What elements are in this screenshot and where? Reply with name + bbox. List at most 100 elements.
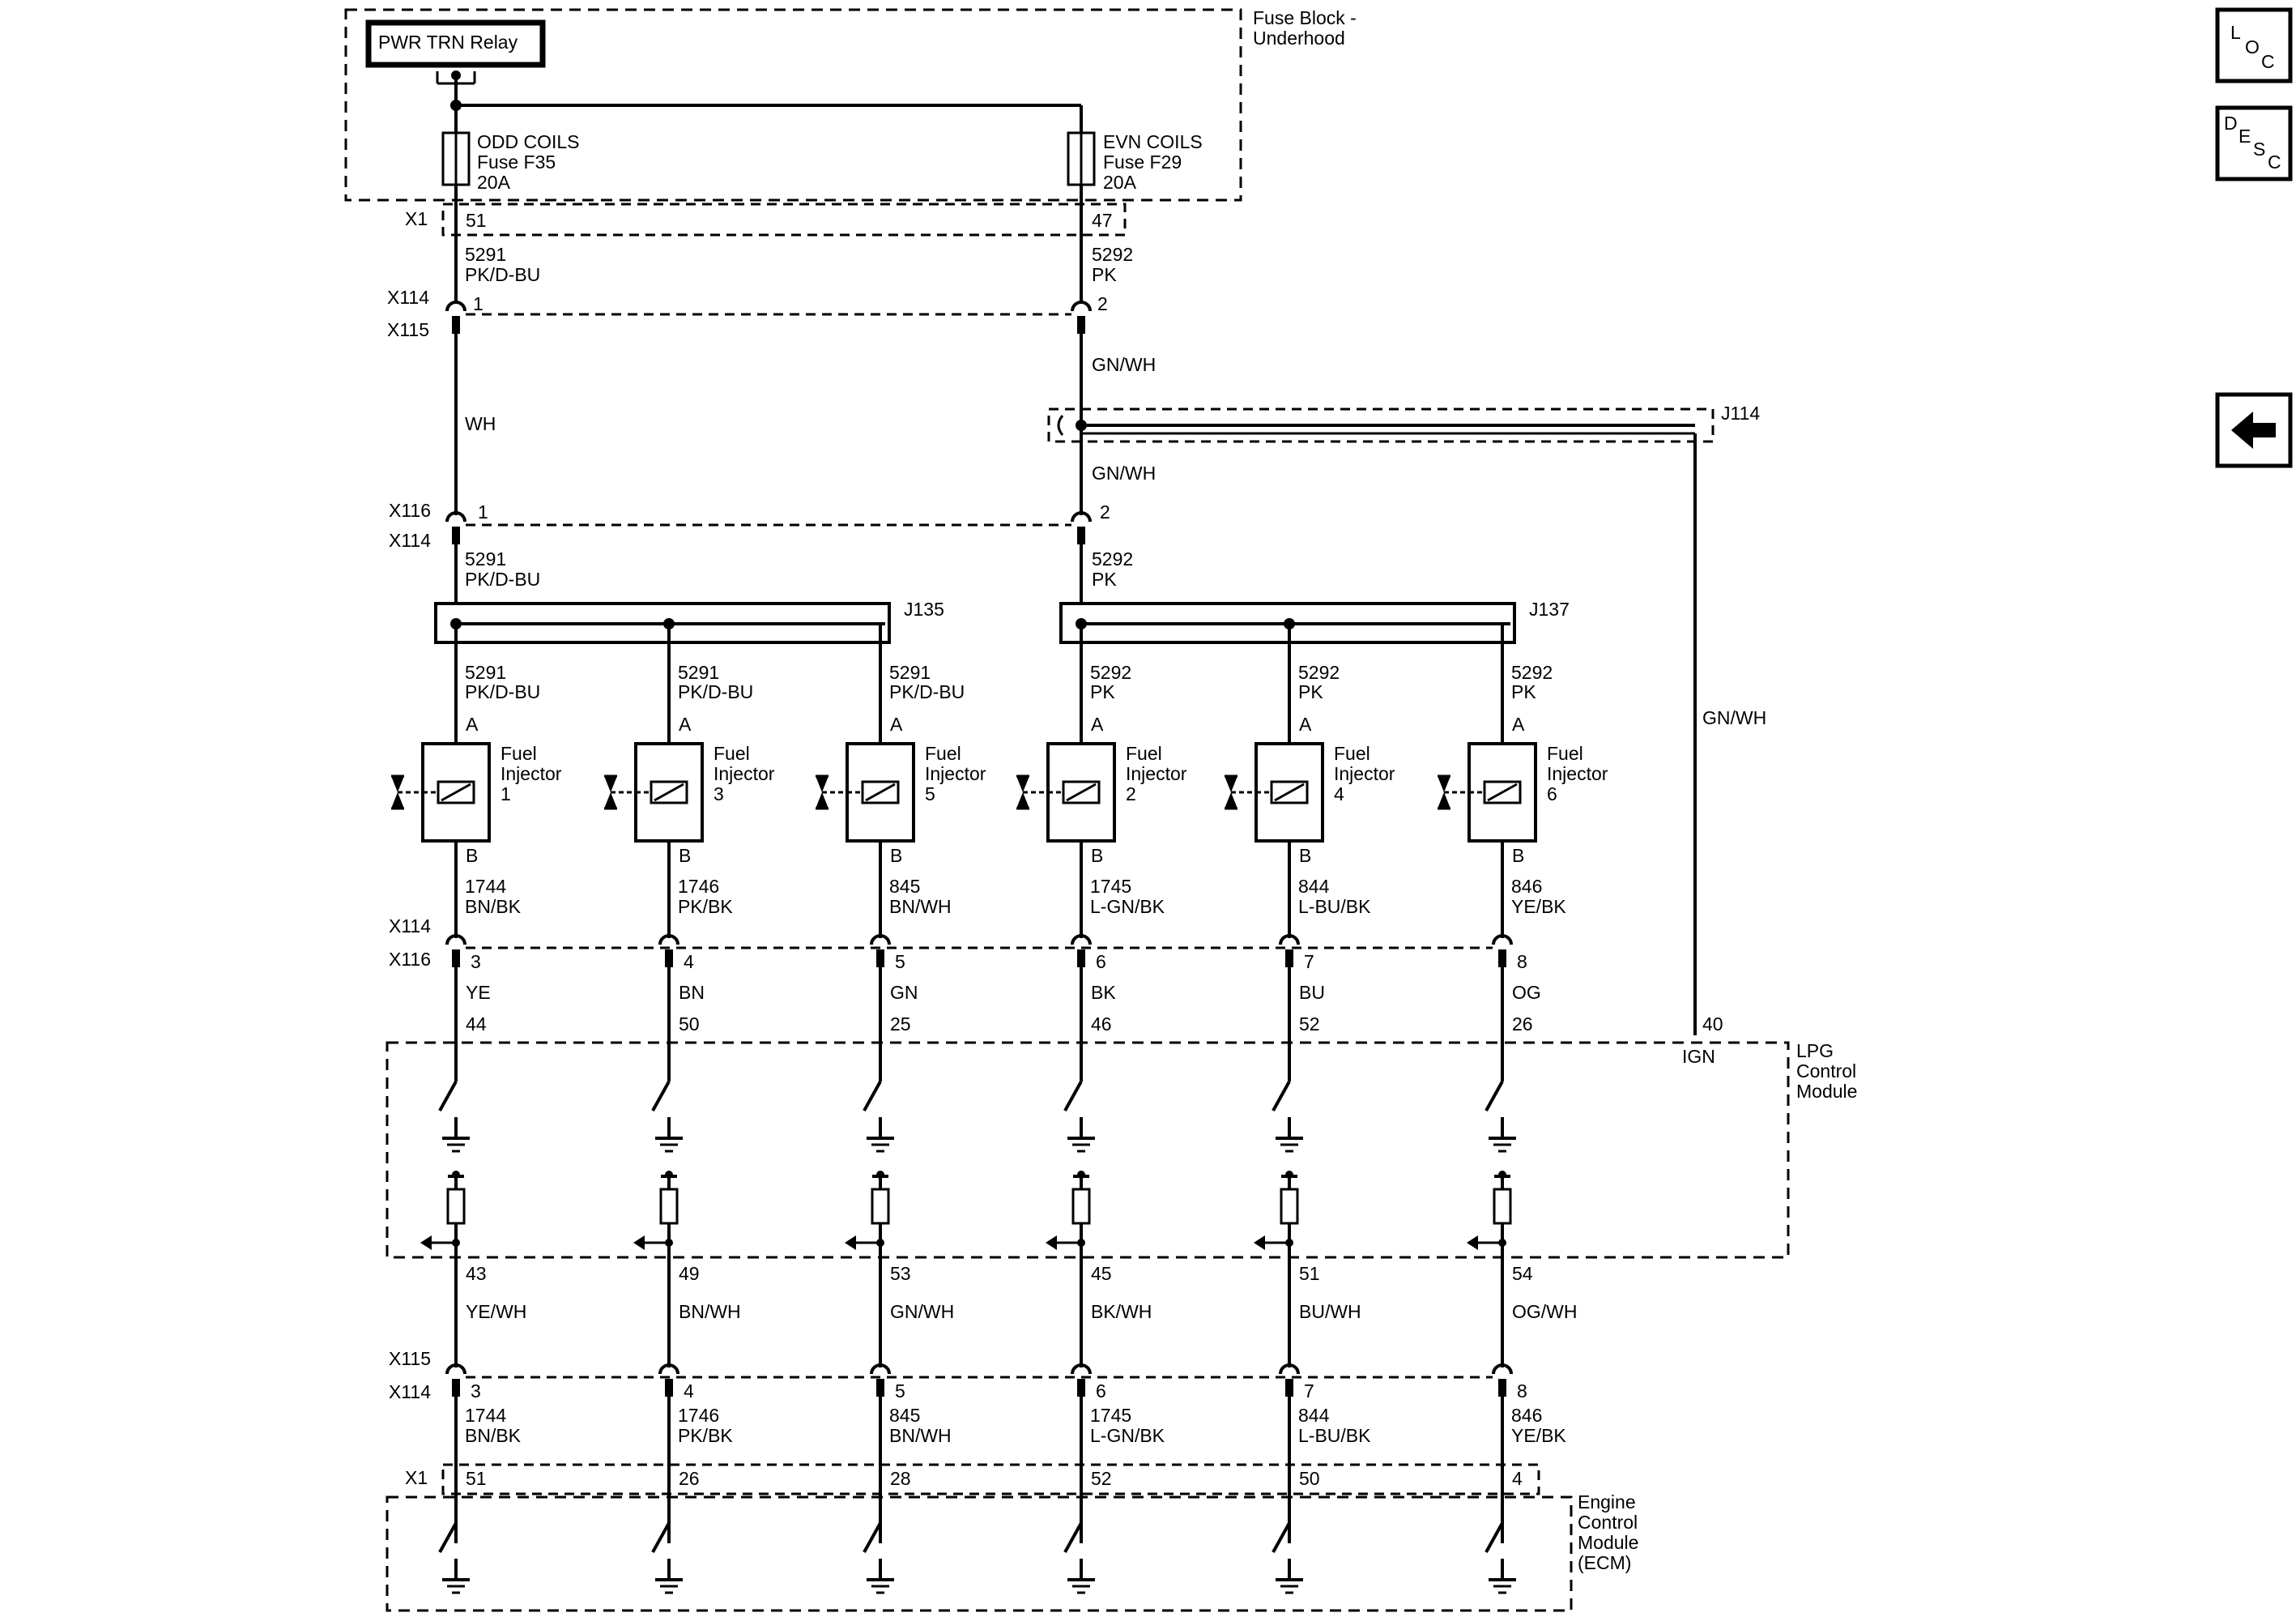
injector-5-lpg-out-color: GN/WH xyxy=(890,1301,954,1322)
lpg-driver-ground-icon xyxy=(651,1080,684,1153)
x115-upper-label: X115 xyxy=(387,319,429,340)
injector-2-feed-circuit: 5292 xyxy=(1090,662,1131,683)
x114-upper-label: X114 xyxy=(387,287,429,308)
injector-2-pin-b: B xyxy=(1091,845,1103,866)
injector-4-feed-circuit: 5292 xyxy=(1298,662,1340,683)
injector-6-feed-color: PK xyxy=(1511,681,1536,702)
middle-connector-pin-1: 1 xyxy=(478,501,488,523)
injector-5-feed-color: PK/D-BU xyxy=(889,681,965,702)
wire-5292-color-top: PK xyxy=(1092,264,1117,285)
desc-letter-e: E xyxy=(2238,126,2251,147)
injector-4-out-color: L-BU/BK xyxy=(1298,896,1371,917)
lower-connector-pin-8 xyxy=(1492,1363,1513,1398)
j114-label: J114 xyxy=(1721,403,1760,424)
lower-connector-pin-4-label: 4 xyxy=(684,1380,694,1402)
lpg-module-outline xyxy=(386,1041,1790,1259)
injector-column-3: 5291PK/D-BUAFuelInjector3B1746PK/BK4BN50… xyxy=(603,624,775,1594)
injector-5-low-circuit: 845 xyxy=(889,1405,920,1426)
x1-top-connector xyxy=(441,203,1127,237)
injector-6-feed-circuit: 5292 xyxy=(1511,662,1553,683)
injector-6-mid-color: OG xyxy=(1512,982,1541,1003)
lpg-pin-25: 25 xyxy=(890,1013,911,1035)
injector-2-label-line2: Injector xyxy=(1126,763,1187,784)
x114-x115-pin-2 xyxy=(1071,301,1092,335)
lpg-module-line1: LPG xyxy=(1796,1040,1834,1061)
x114-inline-label: X114 xyxy=(389,915,431,936)
injector-6-label-line1: Fuel xyxy=(1547,743,1583,764)
injector-4-label-line2: Injector xyxy=(1334,763,1395,784)
injector-6-pin-a: A xyxy=(1512,714,1525,735)
injector-1-low-color: BN/BK xyxy=(465,1425,522,1446)
injector-4-pin-b: B xyxy=(1299,845,1311,866)
injector-5-mid-color: GN xyxy=(890,982,918,1003)
wire-5291-color-mid: PK/D-BU xyxy=(465,569,540,590)
wire-wh-label: WH xyxy=(465,413,496,434)
ecm-line3: Module xyxy=(1578,1532,1638,1553)
injector-4-feed-color: PK xyxy=(1298,681,1323,702)
injector-1-label-line1: Fuel xyxy=(501,743,537,764)
injector-5-label-line1: Fuel xyxy=(925,743,961,764)
upper-connector-pin-2: 2 xyxy=(1097,293,1108,314)
x114-x115-pin-1 xyxy=(445,301,466,335)
fuse-block-label-line2: Underhood xyxy=(1253,28,1345,49)
wire-5291-color-top: PK/D-BU xyxy=(465,264,540,285)
injector-column-2: 5292PKAFuelInjector2B1745L-GN/BK6BK4645B… xyxy=(1015,624,1187,1594)
inline-connector-pin-6-label: 6 xyxy=(1096,951,1106,972)
lower-connector-pin-8-label: 8 xyxy=(1517,1380,1527,1402)
wire-5292-color-mid: PK xyxy=(1092,569,1117,590)
inline-connector-pin-5 xyxy=(870,934,891,969)
fuel-injector-4-icon xyxy=(1223,742,1324,843)
injector-2-number: 2 xyxy=(1126,783,1136,804)
desc-letter-d: D xyxy=(2224,113,2238,134)
injector-5-pin-b: B xyxy=(890,845,902,866)
fuel-injector-6-icon xyxy=(1436,742,1537,843)
lpg-pin-45: 45 xyxy=(1091,1263,1112,1284)
injector-1-feed-circuit: 5291 xyxy=(465,662,506,683)
injector-5-feed-circuit: 5291 xyxy=(889,662,931,683)
injector-5-number: 5 xyxy=(925,783,935,804)
injector-6-out-color: YE/BK xyxy=(1511,896,1566,917)
lpg-driver-ground-icon xyxy=(438,1080,471,1153)
fuse-block-outline xyxy=(344,8,1242,202)
lpg-sense-resistor-icon xyxy=(843,1169,890,1255)
injector-2-label-line1: Fuel xyxy=(1126,743,1162,764)
upper-connector-pin-1: 1 xyxy=(473,293,483,314)
injector-column-5: 5291PK/D-BUAFuelInjector5B845BN/WH5GN255… xyxy=(814,624,986,1594)
lpg-sense-resistor-icon xyxy=(1044,1169,1091,1255)
injector-3-pin-a: A xyxy=(679,714,692,735)
injector-2-out-circuit: 1745 xyxy=(1090,876,1131,897)
lpg-pin-54: 54 xyxy=(1512,1263,1533,1284)
injector-2-mid-color: BK xyxy=(1091,982,1116,1003)
injector-1-feed-color: PK/D-BU xyxy=(465,681,540,702)
j114-splice-outline xyxy=(1047,407,1715,443)
lpg-sense-resistor-icon xyxy=(1252,1169,1299,1255)
ecm-pin-26: 26 xyxy=(679,1468,700,1489)
back-button[interactable] xyxy=(2215,392,2293,468)
wire-5291-circuit-top: 5291 xyxy=(465,244,506,265)
desc-letter-c: C xyxy=(2268,151,2281,173)
lpg-module-line3: Module xyxy=(1796,1081,1857,1102)
lpg-sense-resistor-icon xyxy=(632,1169,679,1255)
injector-3-low-color: PK/BK xyxy=(678,1425,733,1446)
inline-connector-pin-8 xyxy=(1492,934,1513,969)
desc-button[interactable]: D E S C xyxy=(2215,105,2293,181)
loc-button[interactable]: L O C xyxy=(2215,7,2293,83)
injector-3-feed-color: PK/D-BU xyxy=(678,681,753,702)
injector-6-pin-b: B xyxy=(1512,845,1524,866)
loc-letter-l: L xyxy=(2230,22,2241,43)
injector-5-out-color: BN/WH xyxy=(889,896,952,917)
injector-3-pin-b: B xyxy=(679,845,691,866)
inline-connector-pin-7 xyxy=(1279,934,1300,969)
injector-4-pin-a: A xyxy=(1299,714,1312,735)
x116-middle-label: X116 xyxy=(389,500,431,521)
injector-1-lpg-out-color: YE/WH xyxy=(466,1301,526,1322)
injector-2-low-circuit: 1745 xyxy=(1090,1405,1131,1426)
lower-connector-pin-5 xyxy=(870,1363,891,1398)
injector-4-low-color: L-BU/BK xyxy=(1298,1425,1371,1446)
injector-4-mid-color: BU xyxy=(1299,982,1325,1003)
lpg-ign-label: IGN xyxy=(1682,1046,1715,1067)
ecm-pin-4: 4 xyxy=(1512,1468,1523,1489)
injector-6-lpg-out-color: OG/WH xyxy=(1512,1301,1578,1322)
left-arrow-icon xyxy=(2231,412,2276,449)
